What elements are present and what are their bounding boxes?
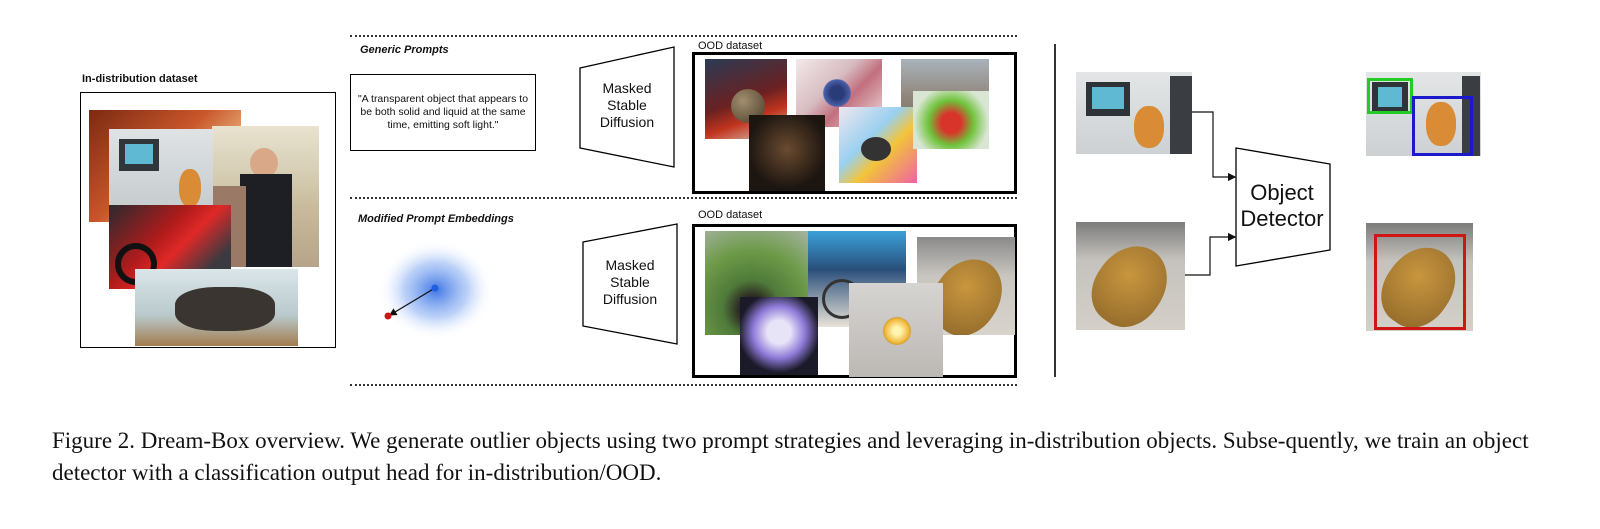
detector-arrows bbox=[1185, 111, 1237, 276]
ood-dataset-box-bottom bbox=[692, 224, 1017, 378]
dotted-separator-bottom bbox=[350, 384, 1017, 386]
generic-prompts-label: Generic Prompts bbox=[360, 44, 449, 56]
input-tv-cat-photo bbox=[1076, 72, 1192, 154]
arrow-top-input bbox=[1192, 111, 1237, 182]
masked-stable-diffusion-trapezoid-top bbox=[579, 46, 675, 168]
ood-dataset-label-top: OOD dataset bbox=[698, 40, 763, 52]
masked-stable-diffusion-label-bottom: Masked Stable Diffusion bbox=[602, 257, 658, 307]
toy-photo bbox=[839, 107, 917, 183]
embedding-original-point bbox=[431, 284, 439, 292]
vertical-divider bbox=[1054, 44, 1056, 377]
dotted-separator-middle bbox=[350, 197, 1017, 199]
figure-caption: Figure 2. Dream-Box overview. We generat… bbox=[52, 428, 1529, 485]
embedding-space-diagram bbox=[378, 240, 494, 338]
in-distribution-dataset-box bbox=[80, 92, 336, 348]
bbox-tv-green bbox=[1367, 78, 1413, 114]
masked-stable-diffusion-trapezoid-bottom bbox=[582, 223, 678, 345]
green-red-ball-photo bbox=[913, 91, 989, 149]
ood-dataset-label-bottom: OOD dataset bbox=[698, 209, 763, 221]
ood-dataset-box-top bbox=[692, 52, 1017, 194]
masked-stable-diffusion-label-top: Masked Stable Diffusion bbox=[599, 80, 655, 130]
bbox-cat-blue bbox=[1412, 96, 1473, 156]
object-detector-label: Object Detector bbox=[1240, 180, 1324, 231]
bbox-seed-red bbox=[1374, 234, 1466, 330]
night-scene-photo bbox=[749, 115, 825, 191]
in-distribution-dataset-label: In-distribution dataset bbox=[82, 73, 198, 85]
cat-box-photo bbox=[135, 269, 298, 346]
embedding-shifted-point bbox=[384, 312, 392, 320]
modified-prompt-embeddings-label: Modified Prompt Embeddings bbox=[358, 213, 514, 225]
embedding-shift-arrow bbox=[388, 287, 436, 316]
input-seed-photo bbox=[1076, 222, 1185, 330]
arrow-bottom-input bbox=[1185, 232, 1237, 276]
tv-cat-photo bbox=[109, 129, 213, 217]
light-bulb-ball-photo bbox=[740, 297, 818, 375]
object-detector-trapezoid bbox=[1235, 147, 1331, 267]
dotted-separator-top bbox=[350, 35, 1017, 37]
output-tv-cat-photo bbox=[1366, 72, 1481, 156]
lamp-photo bbox=[849, 283, 943, 377]
prompt-text-box: "A transparent object that appears to be… bbox=[350, 74, 536, 151]
output-seed-photo bbox=[1366, 223, 1473, 331]
